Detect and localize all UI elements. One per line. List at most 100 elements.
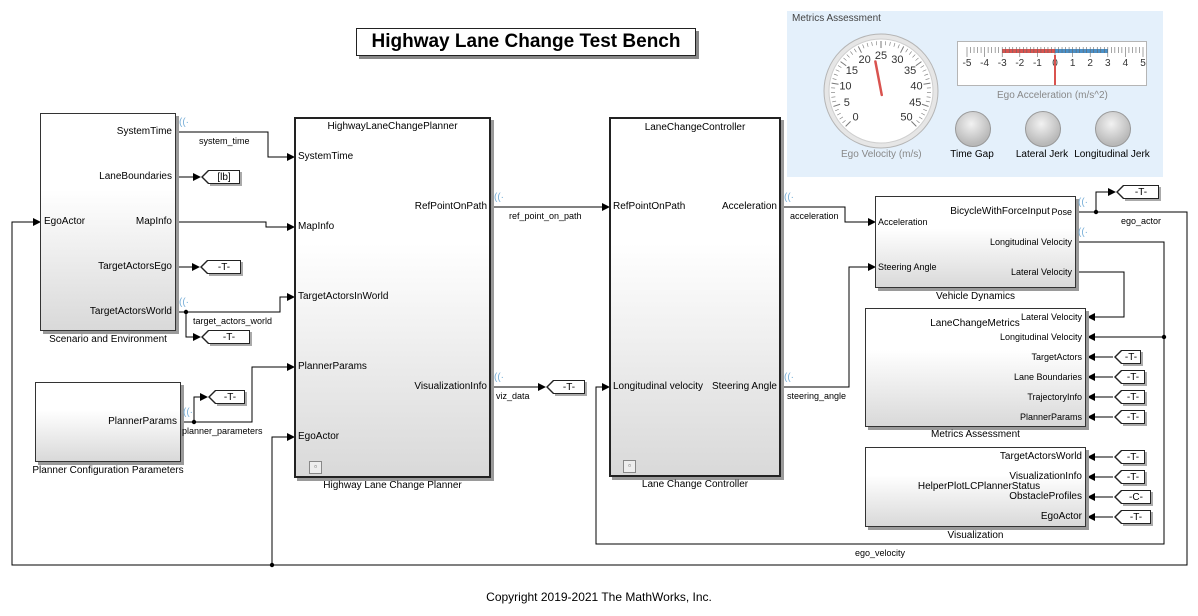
signal-logging-icon: ((· [494, 372, 504, 383]
scenario-output-target-actors-world: TargetActorsWorld [89, 306, 172, 317]
vehicle-input-acceleration: Acceleration [878, 217, 928, 227]
vehicle-input-steering: Steering Angle [878, 262, 937, 272]
wire-target-actors-world [176, 293, 295, 313]
tag-target-actors-world[interactable]: -T- [201, 330, 250, 344]
signal-label-planner-parameters: planner_parameters [182, 426, 263, 436]
tag-lane-boundaries[interactable]: [lb] [201, 170, 240, 184]
wire-system-time [176, 131, 295, 161]
signal-logging-icon: ((· [784, 372, 794, 383]
planner-input-planner-params: PlannerParams [298, 361, 367, 372]
gauge-tick [911, 121, 917, 127]
gauge-tick [893, 42, 896, 47]
tag-target-actors-ego[interactable]: -T- [200, 260, 241, 274]
tag-viz-target-world[interactable]: -T- [1114, 450, 1145, 464]
metrics-block-name: Metrics Assessment [931, 429, 1020, 440]
scenario-input-ego-actor: EgoActor [44, 216, 86, 227]
wire-map-info [176, 221, 295, 231]
gauge-tick [871, 41, 873, 46]
metrics-input-planner-params: PlannerParams [1019, 412, 1082, 422]
gauge-tick [833, 73, 838, 76]
gauge-tick-label: 5 [844, 97, 850, 109]
tag-viz-info[interactable]: -T- [1114, 470, 1145, 484]
tag-viz-obstacle[interactable]: -C- [1114, 490, 1151, 504]
planner-config-block-name: Planner Configuration Parameters [32, 465, 184, 476]
tag-viz-ego-actor[interactable]: -T- [1114, 510, 1151, 524]
scenario-output-target-actors-ego: TargetActorsEgo [98, 261, 172, 272]
model-title: Highway Lane Change Test Bench [356, 28, 696, 56]
gauge-tick [905, 48, 909, 53]
gauge-tick [839, 116, 844, 120]
visualization-block-name: Visualization [947, 530, 1004, 541]
tag-planner-params[interactable]: -T- [208, 390, 245, 404]
gauge-tick [916, 120, 920, 124]
planner-input-ego-actor: EgoActor [298, 431, 340, 442]
metrics-input-lane-boundaries: Lane Boundaries [1013, 372, 1082, 382]
signal-logging-icon: ((· [1078, 197, 1088, 208]
gauge-tick-label: 25 [875, 50, 887, 62]
gauge-tick [842, 120, 846, 124]
linear-gauge-tick-label: -4 [980, 58, 989, 69]
vehicle-header: BicycleWithForceInput [950, 206, 1050, 217]
signal-label-ref-point: ref_point_on_path [509, 211, 582, 221]
tag-viz-data[interactable]: -T- [546, 380, 585, 394]
linear-gauge-tick-label: -1 [1033, 58, 1042, 69]
gauge-tick-label: 10 [839, 80, 851, 92]
gauge-tick [897, 44, 900, 49]
gauge-tick [921, 103, 929, 107]
linear-gauge-tick-label: 4 [1123, 58, 1129, 69]
gauge-tick [831, 82, 839, 85]
controller-block-name: Lane Change Controller [641, 479, 749, 490]
planner-config-block[interactable] [35, 382, 181, 462]
linear-gauge-tick-label: 3 [1105, 58, 1111, 69]
signal-label-ego-actor: ego_actor [1121, 216, 1162, 226]
gauge-tick-label: 15 [846, 65, 858, 77]
wire-lat-velocity [1076, 271, 1125, 321]
planner-block[interactable] [294, 117, 491, 478]
planner-input-map-info: MapInfo [298, 221, 335, 232]
gauge-tick [889, 41, 891, 46]
gauge-tick [850, 51, 854, 55]
metrics-header: LaneChangeMetrics [930, 318, 1020, 329]
gauge-tick [926, 96, 931, 98]
signal-label-viz-data: viz_data [496, 391, 530, 401]
gauge-tick [925, 100, 930, 103]
gauge-tick-label: 35 [904, 65, 916, 77]
metrics-block[interactable] [865, 308, 1086, 427]
tag-metrics-planner-params[interactable]: -T- [1114, 410, 1145, 424]
vehicle-block[interactable] [875, 196, 1076, 288]
planner-output-viz-info: VisualizationInfo [414, 381, 487, 392]
planner-config-output-planner-params: PlannerParams [108, 416, 177, 427]
gauge-tick [843, 57, 847, 61]
gauge-tick [834, 108, 839, 112]
controller-input-ref-point: RefPointOnPath [613, 201, 686, 212]
gauge-tick [857, 46, 862, 53]
scenario-block[interactable] [40, 113, 176, 331]
acceleration-gauge-label: Ego Acceleration (m/s^2) [997, 90, 1108, 101]
visualization-block[interactable] [865, 447, 1086, 527]
scenario-output-lane-boundaries: LaneBoundaries [99, 171, 172, 182]
tag-metrics-trajectory[interactable]: -T- [1114, 390, 1145, 404]
tag-metrics-target-actors[interactable]: -T- [1114, 350, 1141, 364]
scenario-output-system-time: SystemTime [116, 126, 172, 137]
controller-output-steering: Steering Angle [711, 381, 777, 392]
gauge-tick-label: 40 [910, 80, 922, 92]
controller-block[interactable] [609, 117, 781, 477]
tag-metrics-lane-boundaries[interactable]: -T- [1114, 370, 1145, 384]
controller-output-acceleration: Acceleration [721, 201, 777, 212]
time-gap-lamp[interactable] [955, 111, 991, 147]
longitudinal-jerk-lamp[interactable] [1095, 111, 1131, 147]
model-reference-icon: ▫ [623, 460, 636, 473]
gauge-tick [900, 46, 905, 53]
gauge-tick [853, 48, 857, 53]
linear-gauge-tick-label: 1 [1070, 58, 1076, 69]
gauge-tick [915, 57, 919, 61]
metrics-input-long-velocity: Longitudinal Velocity [999, 332, 1082, 342]
linear-gauge-tick-label: -3 [998, 58, 1007, 69]
acceleration-gauge[interactable]: -5-4-3-2-1012345 [957, 41, 1149, 87]
gauge-tick-label: 30 [891, 54, 903, 66]
tag-ego-actor[interactable]: -T- [1116, 185, 1159, 199]
wire-pose [1076, 188, 1116, 213]
lateral-jerk-lamp[interactable] [1025, 111, 1061, 147]
